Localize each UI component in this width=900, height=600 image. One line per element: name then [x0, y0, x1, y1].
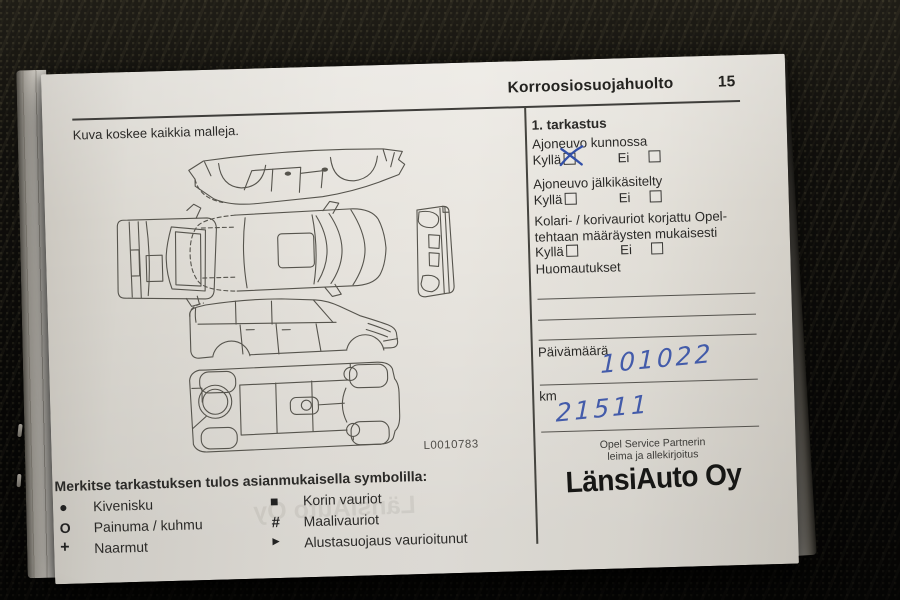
legend-label: Painuma / kuhmu [93, 516, 203, 536]
pen-x-mark [559, 145, 584, 167]
yes-checkbox[interactable] [565, 244, 579, 257]
inspection-checklist: 1. tarkastus Ajoneuvo kunnossa Kyllä Ei … [531, 112, 767, 538]
all-models-note: Kuva koskee kaikkia malleja. [72, 122, 240, 143]
answer-row: Kyllä Ei [532, 145, 754, 169]
no-checkbox[interactable] [649, 190, 662, 203]
scratch-symbol: + [60, 538, 70, 557]
legend-label: Naarmut [94, 538, 149, 557]
legend-label: Kivenisku [92, 496, 154, 515]
underbody-damage-symbol: ► [269, 533, 283, 549]
checklist-title: 1. tarkastus [531, 115, 607, 133]
yes-label: Kyllä [533, 191, 563, 208]
yes-checkbox[interactable] [564, 192, 577, 205]
car-top-view-diagram [189, 200, 387, 297]
page-header: Korroosiosuojahuolto 15 [507, 73, 735, 97]
paint-damage-symbol: # [271, 513, 281, 532]
yes-label: Kyllä [534, 243, 564, 260]
remarks-line [538, 313, 757, 322]
body-damage-symbol: ■ [269, 493, 279, 510]
car-body-shell-cutaway-diagram [188, 148, 406, 205]
figure-code: L0010783 [423, 438, 479, 452]
page-number: 15 [717, 73, 736, 91]
page-title: Korroosiosuojahuolto [507, 74, 674, 97]
car-damage-diagrams [116, 148, 455, 453]
dent-symbol: O [59, 519, 71, 537]
legend-label: Korin vauriot [302, 490, 382, 509]
no-label: Ei [617, 150, 630, 166]
no-checkbox[interactable] [648, 150, 661, 163]
legend-label: Maalivauriot [303, 511, 380, 530]
car-rear-view-diagram [416, 205, 455, 298]
legend-title: Merkitse tarkastuksen tulos asianmukaise… [54, 467, 428, 495]
no-checkbox[interactable] [650, 242, 664, 255]
car-front-view-diagram [116, 203, 217, 307]
no-label: Ei [618, 190, 631, 206]
no-label: Ei [619, 242, 633, 258]
car-side-view-diagram [189, 298, 399, 359]
legend-label: Alustasuojaus vaurioitunut [303, 529, 468, 551]
remarks-line [537, 292, 756, 301]
service-booklet-page: Korroosiosuojahuolto 15 Kuva koskee kaik… [41, 53, 799, 585]
car-underside-view-diagram [189, 361, 401, 453]
stone-chip-symbol: ● [58, 498, 68, 516]
km-line [541, 425, 760, 433]
